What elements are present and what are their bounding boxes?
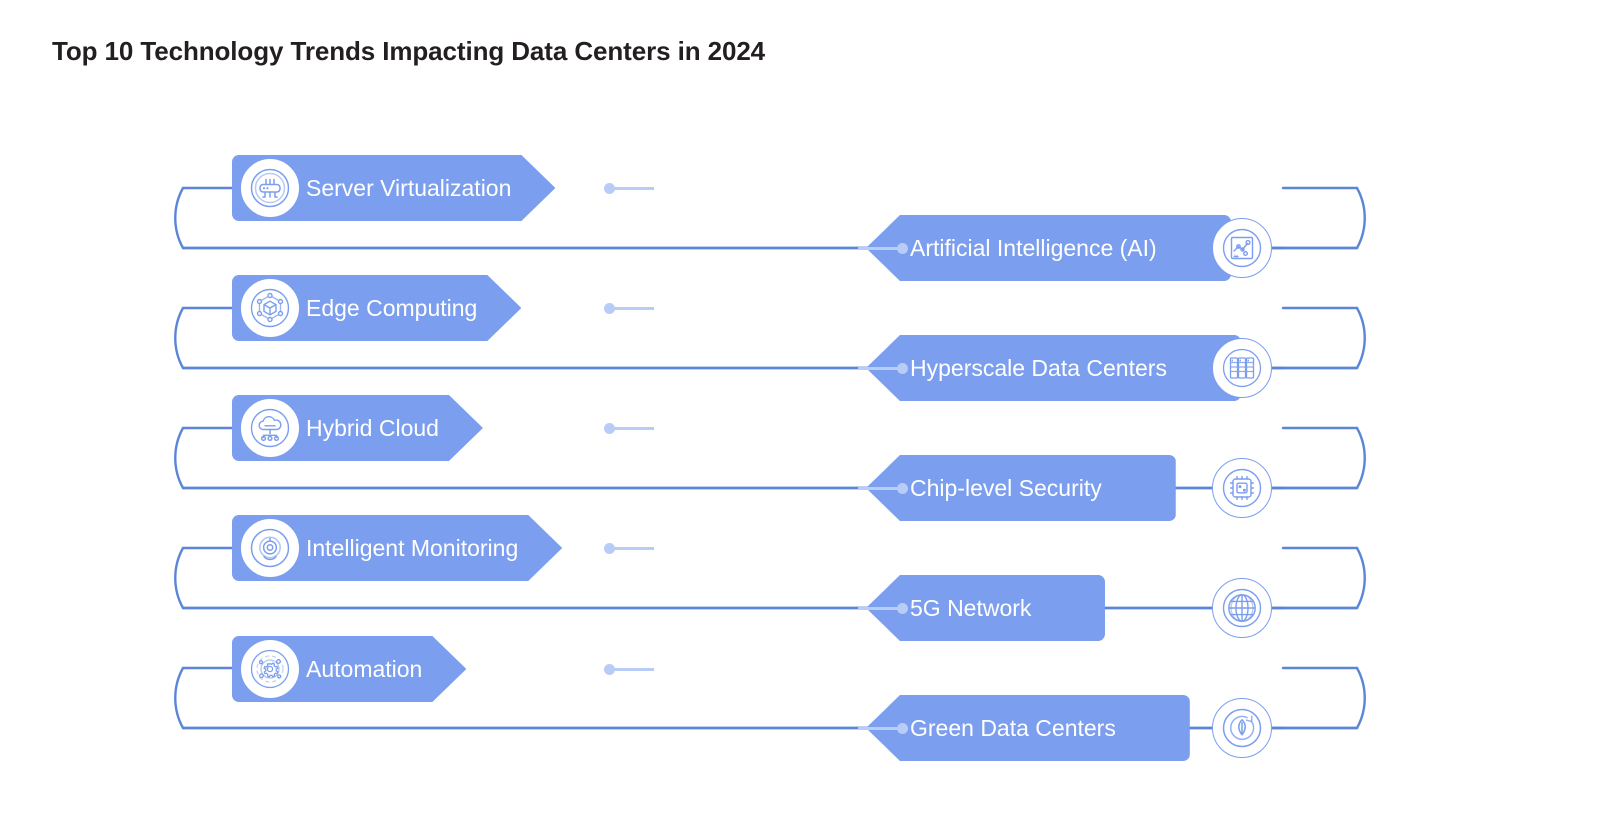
tip-connector-dot	[897, 603, 908, 614]
page-title: Top 10 Technology Trends Impacting Data …	[52, 36, 766, 66]
trend-label: 5G Network	[910, 594, 1032, 621]
tip-connector-stub	[858, 487, 904, 490]
cloud-network-icon	[240, 398, 300, 458]
ai-circuit-icon: AI	[1212, 218, 1272, 278]
gear-orbit-icon	[240, 639, 300, 699]
tip-connector-dot	[897, 483, 908, 494]
tip-connector-dot	[897, 243, 908, 254]
tip-connector-stub	[608, 668, 654, 671]
trend-banner: Hyperscale Data Centers	[866, 335, 1241, 401]
tip-connector-stub	[608, 547, 654, 550]
tip-connector-dot	[604, 664, 615, 675]
hexagon-cube-icon	[240, 278, 300, 338]
trend-item-automation[interactable]: Automation	[232, 636, 654, 702]
trend-label: Hyperscale Data Centers	[910, 354, 1167, 381]
trend-label: Artificial Intelligence (AI)	[910, 234, 1157, 261]
data-center-racks-icon	[1212, 338, 1272, 398]
tip-connector-dot	[604, 303, 615, 314]
trend-item-5g-network[interactable]: 5G Network	[858, 575, 1280, 641]
trend-item-chip-level-security[interactable]: Chip-level Security	[858, 455, 1280, 521]
leaf-recycle-icon	[1212, 698, 1272, 758]
svg-text:AI: AI	[1233, 253, 1237, 258]
trend-label: Hybrid Cloud	[306, 414, 439, 441]
trend-item-artificial-intelligence[interactable]: Artificial Intelligence (AI) AI	[858, 215, 1280, 281]
trend-banner: Chip-level Security	[866, 455, 1176, 521]
trend-item-intelligent-monitoring[interactable]: Intelligent Monitoring	[232, 515, 654, 581]
tip-connector-dot	[604, 543, 615, 554]
tip-connector-stub	[858, 607, 904, 610]
tip-connector-stub	[858, 727, 904, 730]
trend-banner: 5G Network	[866, 575, 1106, 641]
trend-label: Green Data Centers	[910, 714, 1116, 741]
tip-connector-dot	[604, 183, 615, 194]
tip-connector-stub	[608, 307, 654, 310]
tip-connector-stub	[608, 187, 654, 190]
trend-item-hybrid-cloud[interactable]: Hybrid Cloud	[232, 395, 654, 461]
tip-connector-stub	[858, 367, 904, 370]
tip-connector-stub	[608, 427, 654, 430]
monitoring-camera-icon	[240, 518, 300, 578]
trend-label: Edge Computing	[306, 294, 478, 321]
trend-item-edge-computing[interactable]: Edge Computing	[232, 275, 654, 341]
tip-connector-stub	[858, 247, 904, 250]
trend-item-server-virtualization[interactable]: Server Virtualization	[232, 155, 654, 221]
cpu-lock-icon	[1212, 458, 1272, 518]
trend-label: Automation	[306, 655, 423, 682]
trend-label: Chip-level Security	[910, 474, 1102, 501]
trend-banner: Green Data Centers	[866, 695, 1190, 761]
globe-icon	[1212, 578, 1272, 638]
trend-banner: Artificial Intelligence (AI)	[866, 215, 1231, 281]
trend-label: Server Virtualization	[306, 174, 512, 201]
tip-connector-dot	[897, 363, 908, 374]
trend-item-green-data-centers[interactable]: Green Data Centers	[858, 695, 1280, 761]
tip-connector-dot	[604, 423, 615, 434]
trend-item-hyperscale-data-centers[interactable]: Hyperscale Data Centers	[858, 335, 1280, 401]
server-rack-icon	[240, 158, 300, 218]
trend-label: Intelligent Monitoring	[306, 534, 519, 561]
tip-connector-dot	[897, 723, 908, 734]
